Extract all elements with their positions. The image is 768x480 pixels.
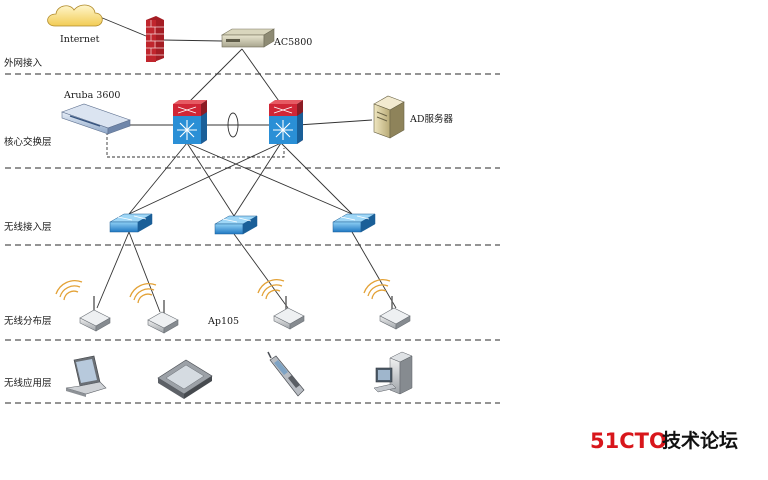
access-point: [257, 279, 305, 330]
client-laptop: [65, 355, 107, 397]
watermark-brand: 51CTO: [590, 429, 667, 453]
switch-icon: [214, 215, 258, 235]
ad-server-label: AD服务器: [409, 113, 453, 125]
core-switch-icon: [173, 100, 207, 144]
desktop-icon: [373, 351, 413, 395]
ap105-label: Ap105: [207, 316, 239, 327]
ac5800-label: AC5800: [273, 37, 312, 48]
access-point: [55, 280, 111, 332]
aruba-label: Aruba 3600: [63, 90, 120, 101]
access-point: [129, 283, 179, 334]
access-point-icon: [363, 279, 411, 330]
client-phone: [267, 351, 305, 397]
access-point-icon: [55, 280, 111, 332]
layer-label-core: 核心交换层: [4, 136, 52, 148]
layer-label-distribution: 无线分布层: [4, 315, 52, 327]
layer-label-outer: 外网接入: [4, 57, 43, 69]
cloud-icon: [47, 4, 103, 27]
access-controller-icon: [220, 28, 276, 48]
watermark-suffix: 技术论坛: [662, 429, 738, 452]
firewall: [146, 16, 164, 62]
core-switch-right: [269, 100, 303, 144]
ac5800-device: AC5800: [220, 28, 312, 48]
core-switch-left: [173, 100, 207, 144]
layer-label-application: 无线应用层: [4, 377, 52, 389]
connection-lines: [96, 16, 397, 313]
layer-label-access: 无线接入层: [4, 221, 52, 233]
client-desktop: [373, 351, 413, 395]
controller-icon: [61, 103, 131, 135]
access-point: [363, 279, 411, 330]
laptop-icon: [65, 355, 107, 397]
ad-server: AD服务器: [373, 95, 453, 139]
pda-icon: [157, 359, 213, 399]
internet-cloud: Internet: [47, 4, 103, 45]
internet-label: Internet: [60, 34, 100, 45]
server-icon: [373, 95, 405, 139]
access-switch: [109, 213, 153, 233]
watermark: 51CTO 技术论坛: [590, 429, 738, 453]
client-pda: [157, 359, 213, 399]
aruba-3600-controller: Aruba 3600: [61, 90, 131, 135]
access-point-icon: [129, 283, 179, 334]
switch-icon: [332, 213, 376, 233]
firewall-icon: [146, 16, 164, 62]
core-switch-icon: [269, 100, 303, 144]
switch-icon: [109, 213, 153, 233]
access-switch: [332, 213, 376, 233]
phone-icon: [267, 351, 305, 397]
access-switch: [214, 215, 258, 235]
access-point-icon: [257, 279, 305, 330]
